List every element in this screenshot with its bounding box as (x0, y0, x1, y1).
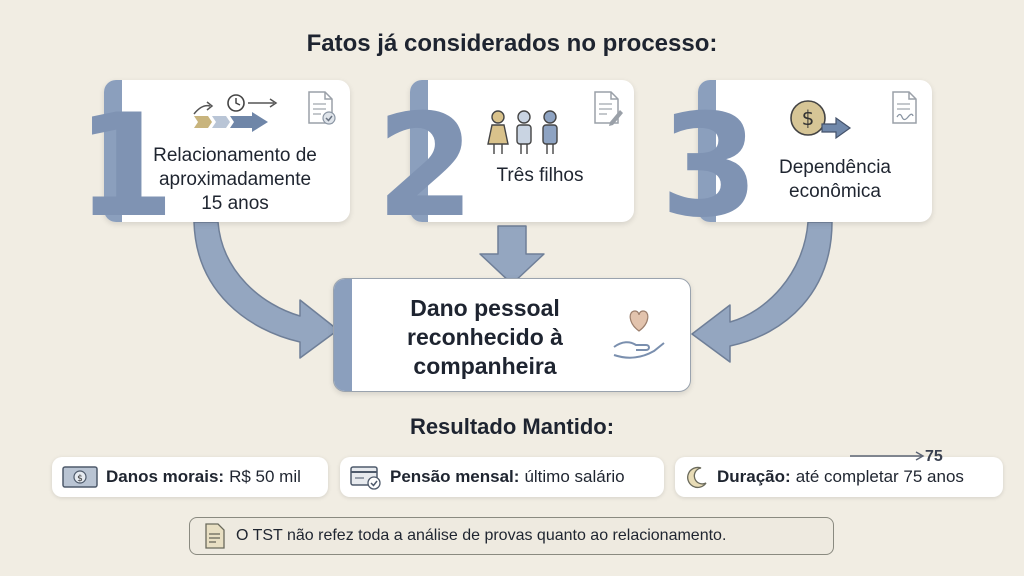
diagram-title: Fatos já considerados no processo: (306, 30, 718, 57)
card-accent-strip (410, 80, 428, 222)
fact-1-line-1: Relacionamento de (153, 145, 317, 166)
duration-timeline-arrow (850, 451, 925, 461)
document-signature-icon (892, 91, 917, 124)
note-text: O TST não refez toda a análise de provas… (236, 527, 727, 544)
fact-3-line-2: econômica (789, 181, 881, 202)
result-pill-duration: Duração: até completar 75 anos (675, 457, 1003, 497)
center-result-text: Dano pessoal reconhecido à companheira (380, 294, 590, 381)
duration-marker-75: 75 (925, 448, 943, 465)
center-line-2: reconhecido à (407, 324, 563, 350)
card-accent-strip (104, 80, 122, 222)
fact-number-3: 3 (660, 84, 759, 249)
card-accent-strip (698, 80, 716, 222)
document-pen-icon (594, 91, 623, 126)
fact-2-text: Três filhos (450, 164, 630, 188)
result-title: Resultado Mantido: (409, 414, 615, 439)
svg-text:$: $ (802, 106, 815, 130)
crescent-moon-icon (685, 465, 709, 489)
document-lines-icon (204, 523, 226, 549)
fact-1-line-2: aproximadamente (158, 169, 312, 190)
document-check-icon (308, 91, 336, 125)
fact-number-1: 1 (76, 84, 175, 249)
timeline-arrows-clock-icon (193, 94, 278, 132)
fact-1-text: Relacionamento de aproximadamente 15 ano… (124, 144, 346, 216)
result-pill-pension: Pensão mensal: último salário (340, 457, 664, 497)
fact-1-line-3: 15 anos (201, 193, 269, 214)
note-box: O TST não refez toda a análise de provas… (189, 517, 834, 555)
payment-card-check-icon (350, 464, 382, 490)
banknote-icon: $ (62, 465, 98, 489)
pension-value: último salário (524, 467, 625, 486)
three-children-icon (487, 110, 558, 154)
duration-label: Duração: (717, 467, 791, 486)
pension-label: Pensão mensal: (390, 467, 520, 486)
hand-heart-icon (613, 310, 665, 359)
fact-number-2: 2 (376, 84, 475, 249)
arrow-fact-3-to-center (691, 221, 833, 363)
fact-card-3: Dependência econômica $ (698, 80, 932, 222)
fact-2-line-1: Três filhos (496, 165, 584, 186)
fact-card-2: Três filhos (410, 80, 634, 222)
duration-value: até completar 75 anos (795, 467, 964, 486)
fact-card-1: Relacionamento de aproximadamente 15 ano… (104, 80, 350, 222)
damages-value: R$ 50 mil (229, 467, 301, 486)
center-line-1: Dano pessoal (410, 295, 560, 321)
result-pill-damages: $ Danos morais: R$ 50 mil (52, 457, 328, 497)
arrow-fact-1-to-center (193, 221, 339, 359)
fact-3-line-1: Dependência (779, 157, 891, 178)
center-result-card (333, 278, 691, 392)
center-line-3: companheira (413, 353, 557, 379)
card-accent-strip (334, 279, 352, 391)
svg-text:$: $ (77, 474, 83, 484)
arrow-fact-2-to-center (479, 225, 545, 285)
fact-3-text: Dependência econômica (740, 156, 930, 204)
dollar-coin-arrow-icon: $ (790, 100, 852, 140)
damages-label: Danos morais: (106, 467, 225, 486)
